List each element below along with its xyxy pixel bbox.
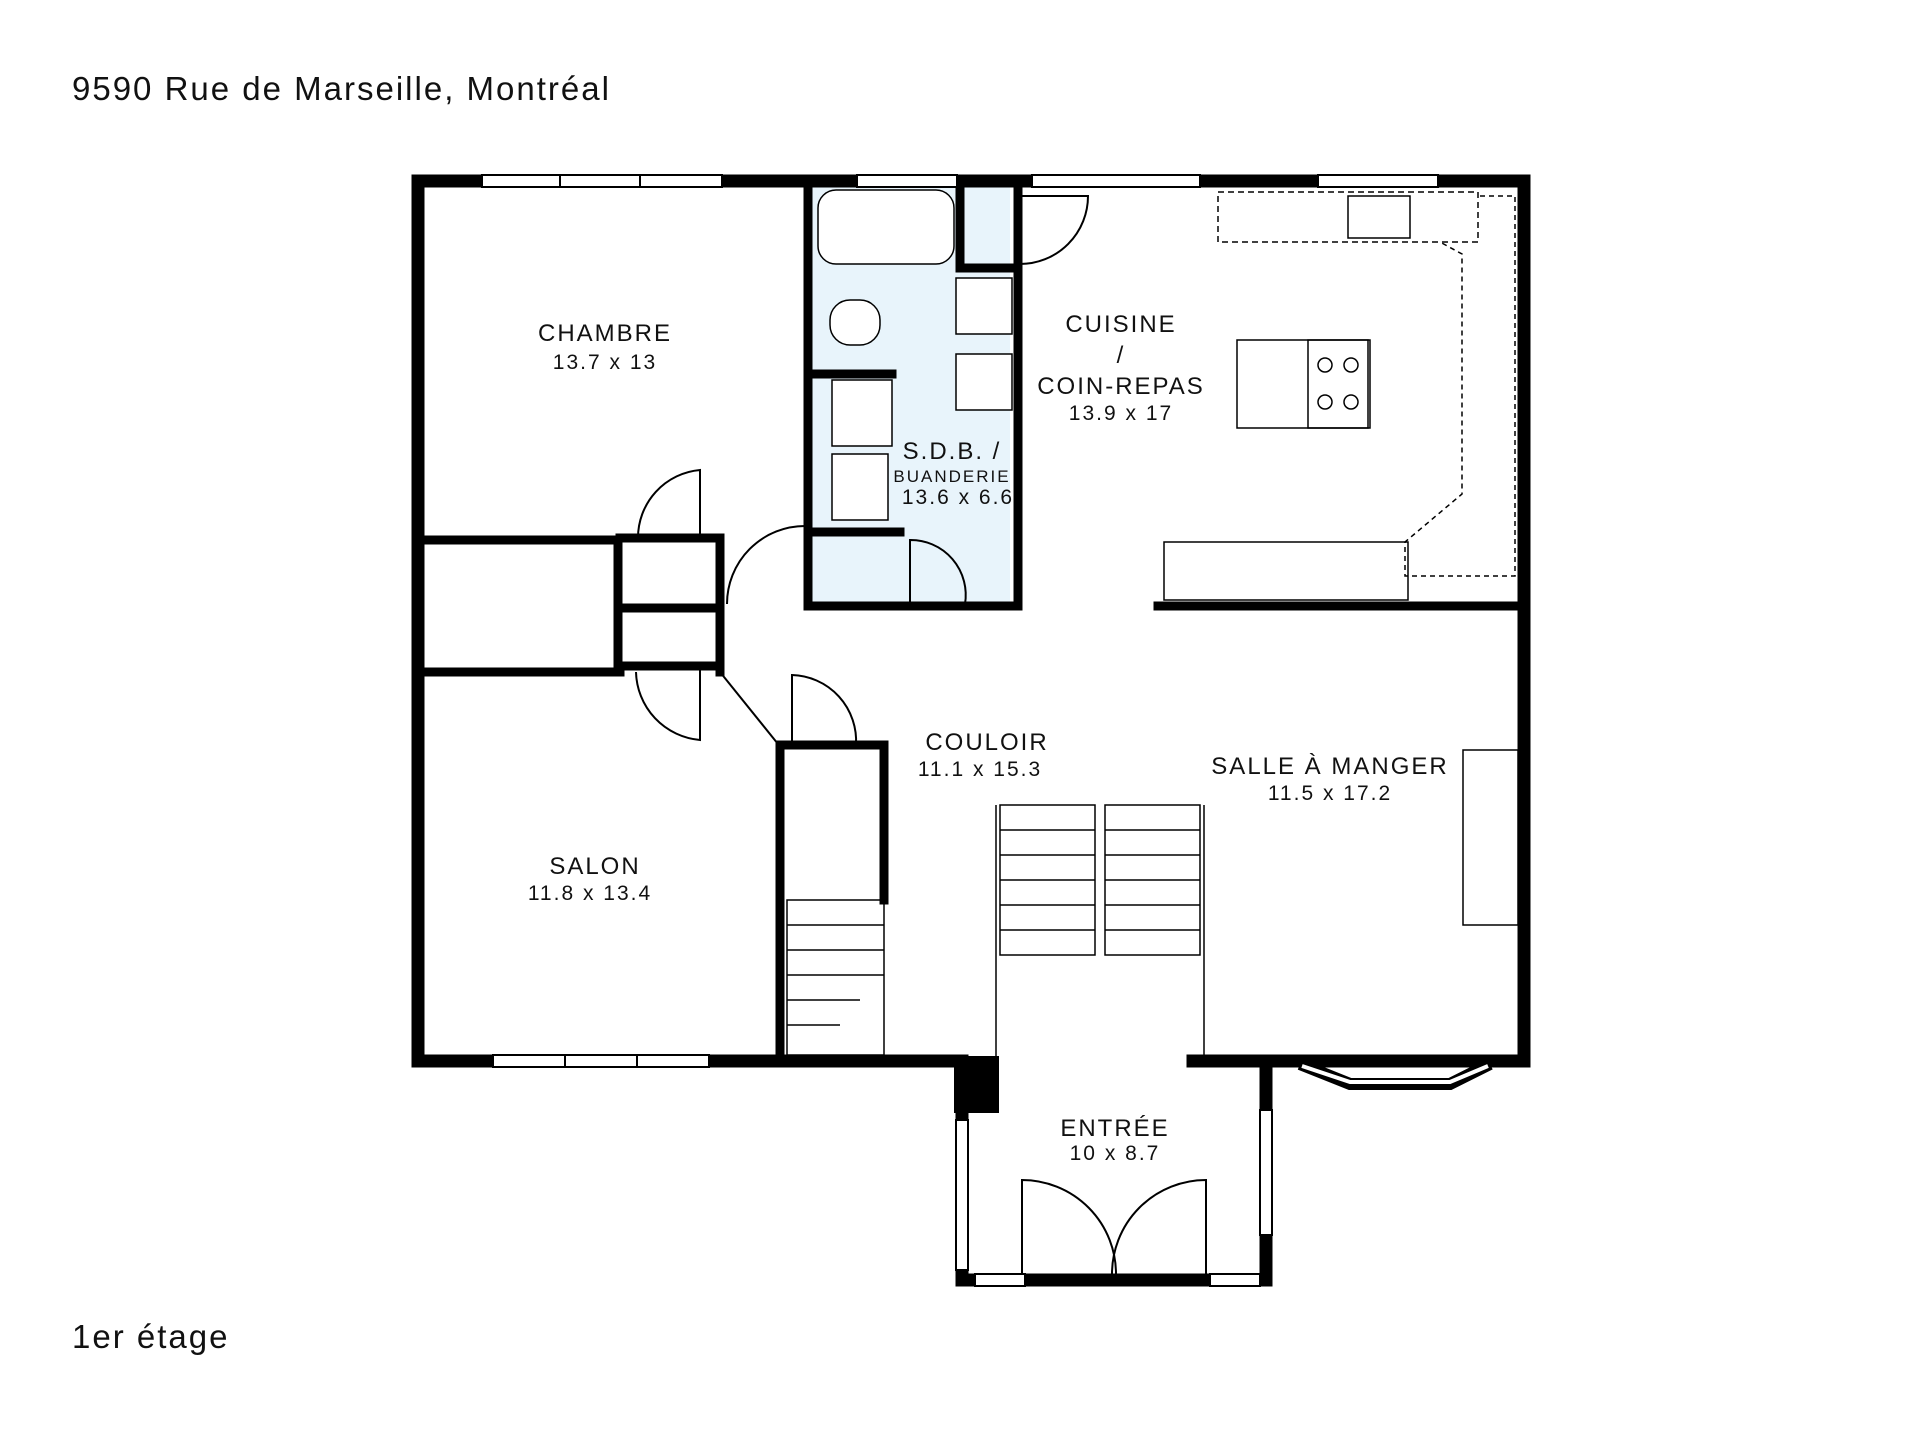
dining-buffet [1462, 749, 1519, 926]
dryer-icon [831, 453, 889, 521]
sink-icon [955, 277, 1013, 335]
interior-walls [417, 181, 1525, 1063]
floor-label: 1er étage [72, 1318, 230, 1355]
svg-text:SALLE À MANGER: SALLE À MANGER [1211, 753, 1448, 780]
svg-text:ENTRÉE: ENTRÉE [1060, 1115, 1169, 1142]
svg-text:CHAMBRE: CHAMBRE [538, 320, 672, 347]
kitchen-counter [1404, 195, 1516, 577]
svg-text:13.9 x 17: 13.9 x 17 [1069, 402, 1173, 425]
cooktop-icon [1307, 339, 1369, 429]
kitchen-sink-icon [1347, 195, 1411, 239]
svg-text:COIN-REPAS: COIN-REPAS [1037, 373, 1205, 400]
doors [635, 195, 1207, 1276]
address-title: 9590 Rue de Marseille, Montréal [72, 70, 611, 107]
room-chambre: CHAMBRE 13.7 x 13 [538, 320, 672, 374]
room-salle-a-manger: SALLE À MANGER 11.5 x 17.2 [1211, 753, 1448, 805]
burner-icon [1317, 394, 1333, 410]
washer-icon [831, 379, 893, 447]
room-entree: ENTRÉE 10 x 8.7 [1060, 1115, 1169, 1165]
svg-text:10 x 8.7: 10 x 8.7 [1070, 1142, 1161, 1165]
svg-text:COULOIR: COULOIR [925, 729, 1048, 756]
room-salon: SALON 11.8 x 13.4 [528, 853, 652, 905]
svg-text:BUANDERIE: BUANDERIE [893, 467, 1010, 486]
svg-text:11.1 x 15.3: 11.1 x 15.3 [918, 758, 1042, 781]
bathtub-icon [817, 189, 955, 265]
windows [481, 174, 1493, 1287]
svg-text:13.6 x 6.6: 13.6 x 6.6 [902, 486, 1014, 509]
fixtures [786, 189, 1519, 1058]
svg-text:SALON: SALON [549, 853, 640, 880]
svg-text:CUISINE: CUISINE [1065, 311, 1176, 338]
burner-icon [1343, 394, 1359, 410]
room-couloir: COULOIR 11.1 x 15.3 [918, 729, 1048, 781]
kitchen-counter-bottom [1163, 541, 1409, 601]
kitchen-island [1236, 339, 1371, 429]
svg-text:/: / [1117, 342, 1126, 369]
room-cuisine: CUISINE / COIN-REPAS 13.9 x 17 [1037, 311, 1205, 425]
toilet-icon [829, 299, 881, 346]
svg-text:13.7 x 13: 13.7 x 13 [553, 351, 657, 374]
sink-icon [955, 353, 1013, 411]
wall-pillar [954, 1056, 999, 1113]
room-sdb: S.D.B. / BUANDERIE 13.6 x 6.6 [893, 438, 1014, 509]
svg-text:S.D.B. /: S.D.B. / [903, 438, 1002, 465]
basement-stairs [786, 899, 885, 1056]
svg-text:11.5 x 17.2: 11.5 x 17.2 [1268, 782, 1392, 805]
svg-text:11.8 x 13.4: 11.8 x 13.4 [528, 882, 652, 905]
burner-icon [1343, 357, 1359, 373]
counter [1217, 191, 1479, 243]
burner-icon [1317, 357, 1333, 373]
